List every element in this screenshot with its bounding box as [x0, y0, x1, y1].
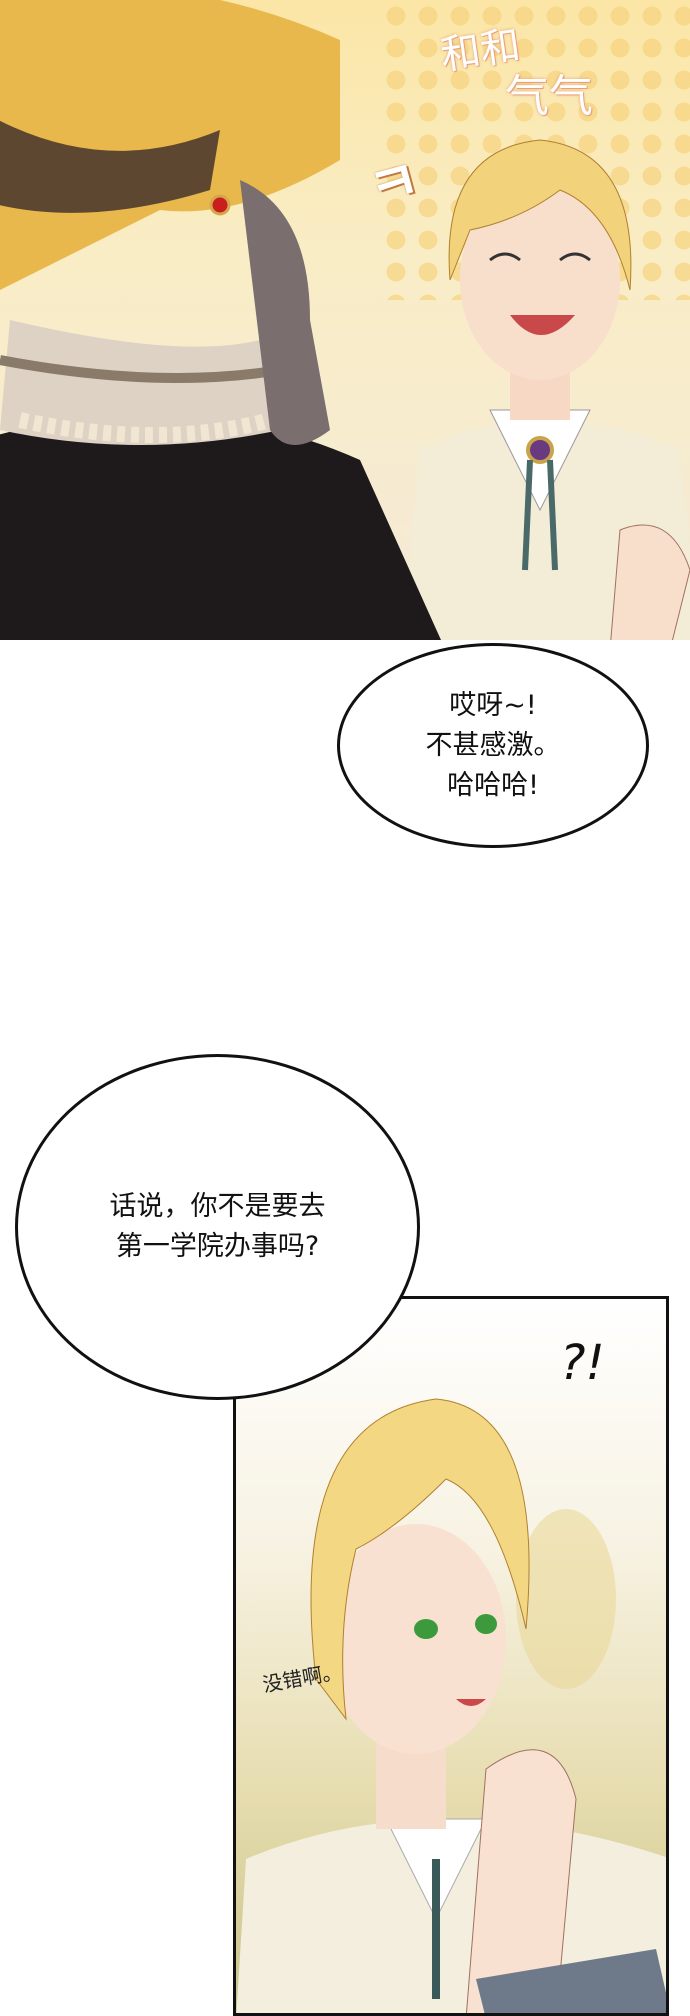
woman-back-view-illustration: [0, 0, 441, 640]
sfx-question-exclamation: ?!: [560, 1335, 605, 1391]
speech-bubble-2: 话说，你不是要去 第一学院办事吗?: [15, 1054, 420, 1400]
sfx-text-bottom: 气气: [505, 71, 593, 122]
bubble-line: 话说，你不是要去: [109, 1191, 326, 1222]
speech-bubble-1: 哎呀~! 不甚感激。 哈哈哈!: [337, 643, 649, 848]
thinking-blond-man-illustration: [236, 1398, 666, 2013]
comic-panel-1: 和和 气气 ㅋ: [0, 0, 690, 640]
bubble-line: 哈哈哈!: [447, 769, 539, 801]
bubble-line: 哎呀~!: [449, 689, 537, 721]
bubble-line: 第一学院办事吗?: [115, 1231, 320, 1262]
smiling-blond-man-illustration: [401, 139, 690, 640]
bubble-line: 不甚感激。: [425, 729, 561, 761]
comic-panel-2: [233, 1296, 669, 2016]
